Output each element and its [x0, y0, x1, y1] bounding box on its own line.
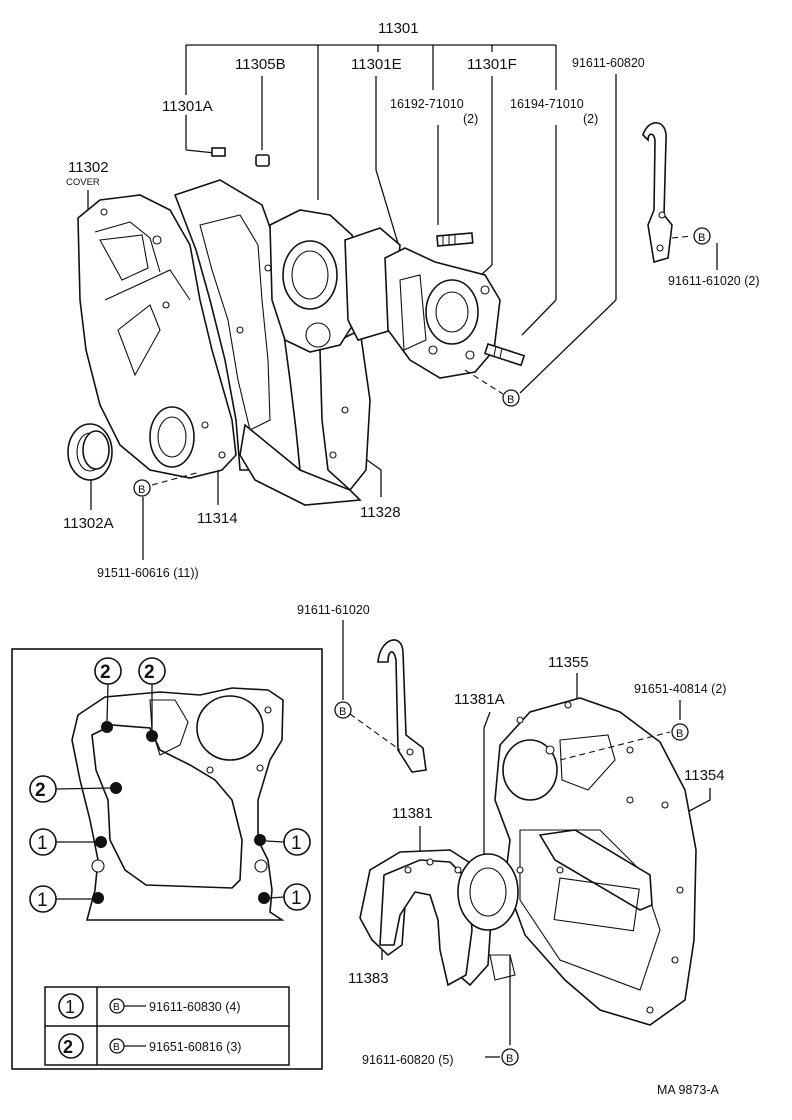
timing-cover-11302 [77, 194, 237, 479]
label-11305B: 11305B [235, 56, 286, 73]
callout-1-text: 1 [291, 833, 302, 854]
pump-housing-11301 [269, 209, 501, 379]
bolt-dot-1-b [92, 892, 104, 904]
b-marker-text: B [138, 484, 145, 496]
label-11314: 11314 [197, 510, 238, 527]
bolt-dot-1-c [254, 834, 266, 846]
label-11301: 11301 [378, 20, 419, 37]
label-91511-60616: 91511-60616 (11)) [97, 566, 199, 580]
assembly-bracket: 11301 [185, 20, 557, 200]
legend-table: 1 B 91611-60830 (4) 2 B 91651-60816 (3) [44, 986, 290, 1066]
callout-2-top-left: 2 [94, 657, 122, 722]
label-91651-40814: 91651-40814 (2) [634, 682, 726, 696]
label-11381: 11381 [392, 805, 433, 822]
b-marker-91651: B [671, 723, 689, 741]
callout-2-left: 2 [29, 775, 111, 803]
bolt-dot-2-b [146, 730, 158, 742]
stud-16194 [483, 342, 526, 367]
dowel-11301A [211, 147, 226, 157]
legend-row-2-part: 91651-60816 (3) [149, 1040, 241, 1054]
label-11301E: 11301E [351, 56, 402, 73]
hook-bracket-upper: B [642, 122, 711, 264]
b-marker-text: B [339, 706, 346, 718]
label-16194-71010: 16194-71010 [510, 97, 584, 111]
plate-11354 [538, 829, 653, 932]
label-16194-qty: (2) [583, 112, 598, 126]
callout-1-left-upper: 1 [29, 828, 95, 856]
inset-gasket [71, 687, 285, 921]
legend-row-2-symbol: 2 [63, 1037, 73, 1057]
callout-1-right-upper: 1 [265, 828, 311, 856]
label-91611-60820-5: 91611-60820 (5) [362, 1053, 454, 1067]
callout-2-text: 2 [35, 780, 46, 801]
legend-row-1-marker: B [113, 1002, 120, 1013]
seal-retainer-11381 [359, 849, 519, 987]
label-11355: 11355 [548, 654, 589, 671]
callout-1-text: 1 [37, 833, 48, 854]
dash-91651 [559, 731, 671, 761]
figure-code: MA 9873-A [657, 1083, 720, 1097]
b-marker-lower-bolt-upper: B [464, 369, 520, 407]
b-marker-91511: B [133, 471, 201, 497]
label-11354: 11354 [684, 767, 725, 784]
label-11328: 11328 [360, 504, 401, 521]
gasket-11328 [173, 179, 371, 506]
label-11302-cover: COVER [66, 177, 100, 188]
label-16192-71010: 16192-71010 [390, 97, 464, 111]
oil-seal-11302A [67, 423, 113, 481]
label-91611-61020: 91611-61020 [297, 603, 370, 617]
b-marker-lower-left [334, 701, 352, 719]
label-16192-qty: (2) [463, 112, 478, 126]
callout-1-right-lower: 1 [269, 883, 311, 911]
legend-row-1-part: 91611-60830 (4) [149, 1000, 241, 1014]
bolt-dot-1-d [258, 892, 270, 904]
b-marker-upper-right [693, 227, 711, 245]
hook-bracket-lower: B [334, 639, 427, 773]
label-91611-60820: 91611-60820 [572, 56, 645, 70]
b-marker-text: B [676, 728, 683, 740]
bolt-dot-1-a [95, 836, 107, 848]
label-11381A: 11381A [454, 691, 505, 708]
b-marker-text: B [507, 394, 514, 406]
b-marker-91611-60820-5: B [501, 1048, 519, 1066]
bolt-dot-2-c [110, 782, 122, 794]
inset-frame [11, 648, 323, 1070]
bolt-dot-2-a [101, 721, 113, 733]
legend-row-2: 2 B 91651-60816 (3) [58, 1033, 241, 1059]
legend-row-1: 1 B 91611-60830 (4) [58, 993, 241, 1019]
callout-2-top-right: 2 [138, 657, 166, 730]
callout-1-text: 1 [291, 888, 302, 909]
label-11383: 11383 [348, 970, 389, 987]
stud-16192 [436, 232, 474, 247]
legend-row-2-marker: B [113, 1042, 120, 1053]
callout-2-text: 2 [144, 662, 155, 683]
label-11301F: 11301F [467, 56, 517, 73]
callout-2-text: 2 [100, 662, 111, 683]
label-11302: 11302 [68, 159, 109, 176]
label-11302A: 11302A [63, 515, 114, 532]
callout-1-left-lower: 1 [29, 885, 92, 913]
callout-1-text: 1 [37, 890, 48, 911]
b-marker-text: B [698, 232, 705, 244]
label-11301A: 11301A [162, 98, 213, 115]
label-91611-61020-2: 91611-61020 (2) [668, 274, 760, 288]
b-marker-text: B [506, 1053, 513, 1065]
legend-row-1-symbol: 1 [65, 997, 75, 1017]
plug-11305B [255, 154, 270, 167]
